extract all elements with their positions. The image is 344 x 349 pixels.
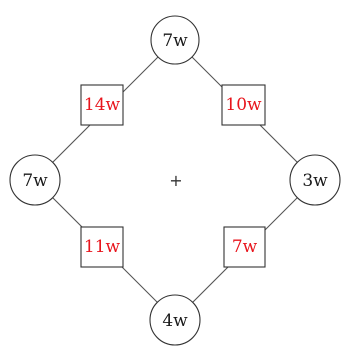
- node-label-bottom: 4w: [162, 311, 188, 331]
- node-label-left: 7w: [22, 171, 48, 191]
- node-top: 7w: [150, 15, 200, 65]
- edge-label-bottom-right: 7w: [232, 237, 258, 257]
- edge-label-top-left: 14w: [84, 95, 121, 115]
- edge-bottom-left: 11w: [80, 226, 124, 268]
- node-right: 3w: [289, 154, 341, 206]
- edge-bottom-right: 7w: [223, 226, 266, 268]
- node-left: 7w: [9, 154, 61, 206]
- center-plus-mark: +: [169, 171, 182, 190]
- edge-top-left: 14w: [80, 84, 124, 126]
- node-label-top: 7w: [162, 31, 188, 51]
- edge-label-top-right: 10w: [225, 95, 262, 115]
- edge-label-bottom-left: 11w: [84, 237, 121, 257]
- node-bottom: 4w: [149, 294, 201, 346]
- edge-top-right: 10w: [221, 84, 266, 126]
- node-label-right: 3w: [302, 171, 328, 191]
